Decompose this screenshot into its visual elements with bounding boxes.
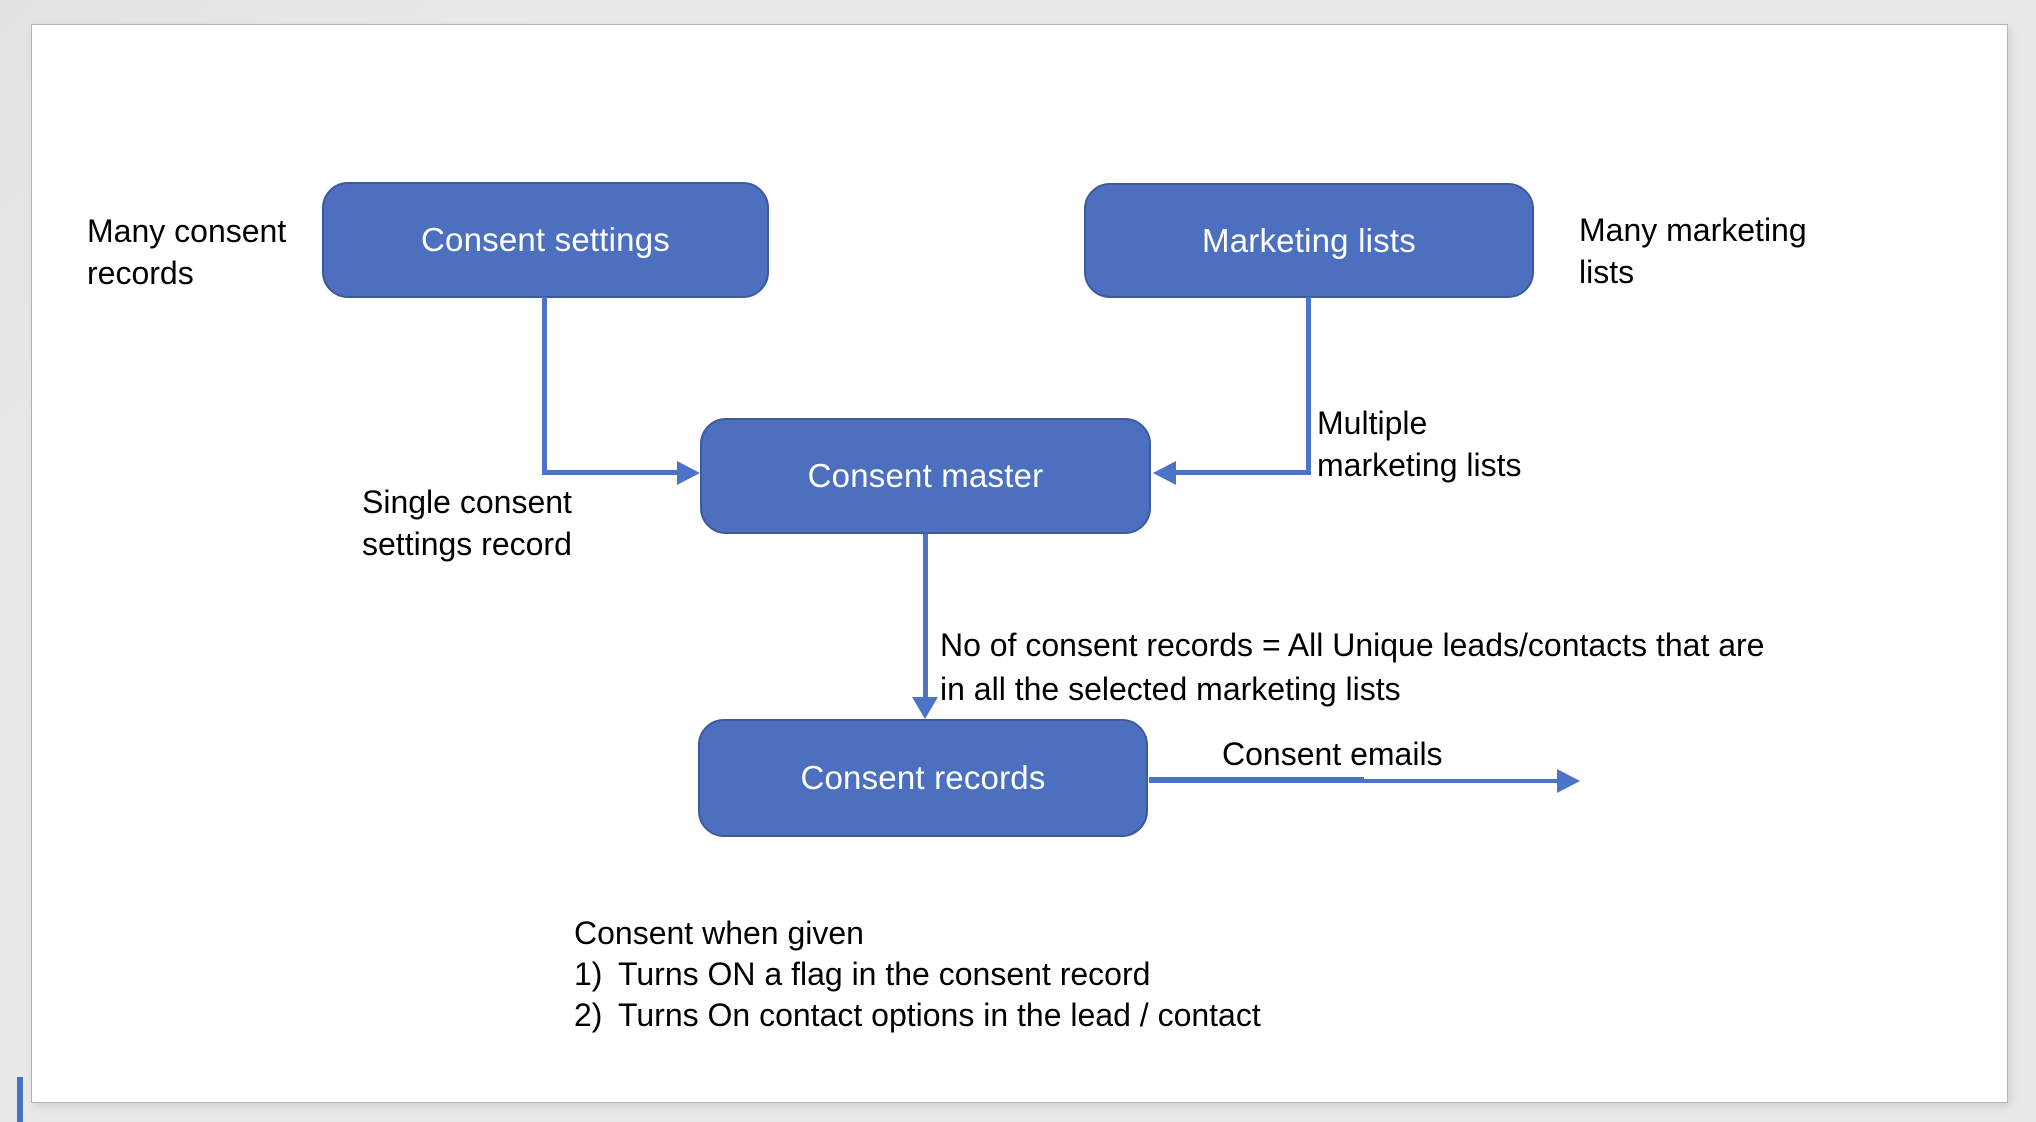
node-consent-master: Consent master [700, 418, 1151, 534]
notes-title: Consent when given [574, 915, 864, 951]
connector-settings-to-master-vertical [542, 297, 547, 475]
label-many-consent-records: Many consent records [87, 213, 287, 291]
label-multiple-marketing-lists: Multiple marketing lists [1317, 405, 1522, 483]
bottom-left-accent-bar [17, 1077, 23, 1122]
label-consent-emails: Consent emails [1222, 736, 1443, 772]
notes-item-1: 1) Turns ON a flag in the consent record [574, 954, 1261, 995]
arrow-down-icon [912, 697, 938, 719]
connector-master-to-records-vertical [923, 534, 928, 698]
arrow-left-icon [1153, 461, 1176, 485]
arrow-right-icon [677, 461, 700, 485]
connector-records-to-emails-segment2 [1362, 779, 1558, 783]
node-consent-settings-label: Consent settings [420, 221, 670, 258]
notes-consent-when-given: Consent when given 1) Turns ON a flag in… [574, 913, 1261, 1036]
node-consent-records: Consent records [698, 719, 1148, 837]
notes-item-1-marker: 1) [574, 956, 603, 992]
connector-lists-to-master-vertical [1306, 297, 1311, 475]
label-many-marketing-lists: Many marketing lists [1579, 212, 1807, 290]
node-marketing-lists: Marketing lists [1084, 183, 1534, 298]
connector-settings-to-master-horizontal [542, 470, 677, 475]
node-consent-master-label: Consent master [807, 457, 1044, 494]
notes-item-2-marker: 2) [574, 997, 603, 1033]
notes-item-2: 2) Turns On contact options in the lead … [574, 995, 1261, 1036]
notes-item-2-text: Turns On contact options in the lead / c… [618, 997, 1261, 1033]
label-single-consent-settings-record: Single consent settings record [362, 484, 572, 562]
connector-lists-to-master-horizontal [1176, 470, 1311, 475]
connector-records-to-emails-segment1 [1149, 777, 1364, 783]
node-consent-records-label: Consent records [800, 759, 1046, 796]
arrow-right-icon [1557, 769, 1580, 793]
slide-canvas: Consent settings Marketing lists Consent… [31, 24, 2008, 1103]
node-consent-settings: Consent settings [322, 182, 769, 298]
label-consent-count-note: No of consent records = All Unique leads… [940, 627, 1765, 707]
node-marketing-lists-label: Marketing lists [1202, 221, 1416, 259]
notes-item-1-text: Turns ON a flag in the consent record [618, 956, 1151, 992]
